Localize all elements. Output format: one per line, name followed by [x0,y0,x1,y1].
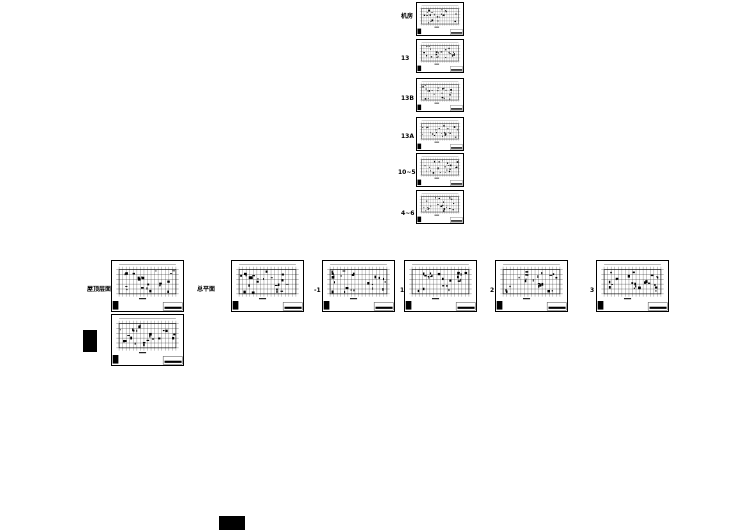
sheet-label-f3: 3 [590,287,595,294]
sheet-label-4-6: 4~6 [401,210,415,217]
drawing-sheet-13[interactable] [416,39,464,73]
sheet-label-b1: -1 [314,287,321,294]
sheet-linework [405,264,476,311]
sheet-linework [417,42,463,72]
drawing-sheet-13b[interactable] [416,78,464,112]
legend-block [83,330,97,352]
sheet-linework [323,264,394,311]
stamp-block [219,516,245,530]
sheet-linework [232,264,303,311]
sheet-label-roof-plan: 屋顶层面 [87,286,112,293]
drawing-sheet-roof[interactable] [416,2,464,36]
drawing-sheet-10-5[interactable] [416,153,464,187]
sheet-linework [417,193,463,223]
sheet-linework [417,81,463,111]
drawing-sheet-b1[interactable] [322,260,395,312]
drawing-sheet-site-plan[interactable] [231,260,304,312]
sheet-label-10-5: 10~5 [398,169,416,176]
sheet-linework [597,264,668,311]
drawing-sheet-f2[interactable] [495,260,568,312]
drawing-sheet-13a[interactable] [416,117,464,151]
sheet-label-13b: 13B [401,95,414,102]
drawing-sheet-f3[interactable] [596,260,669,312]
sheet-label-13: 13 [401,55,410,62]
drawing-sheet-4-6[interactable] [416,190,464,224]
drawing-sheet-f1[interactable] [404,260,477,312]
sheet-linework [496,264,567,311]
sheet-label-f1: 1 [400,287,405,294]
sheet-linework [417,156,463,186]
sheet-linework [112,264,183,311]
drawing-sheet-extra[interactable] [111,314,184,366]
sheet-linework [417,5,463,35]
sheet-label-roof: 机房 [401,13,414,20]
sheet-linework [112,318,183,365]
sheet-label-f2: 2 [490,287,495,294]
sheet-linework [417,120,463,150]
sheet-label-13a: 13A [401,133,414,140]
sheet-label-site-plan: 总平面 [197,286,216,293]
drawing-sheet-roof-plan[interactable] [111,260,184,312]
